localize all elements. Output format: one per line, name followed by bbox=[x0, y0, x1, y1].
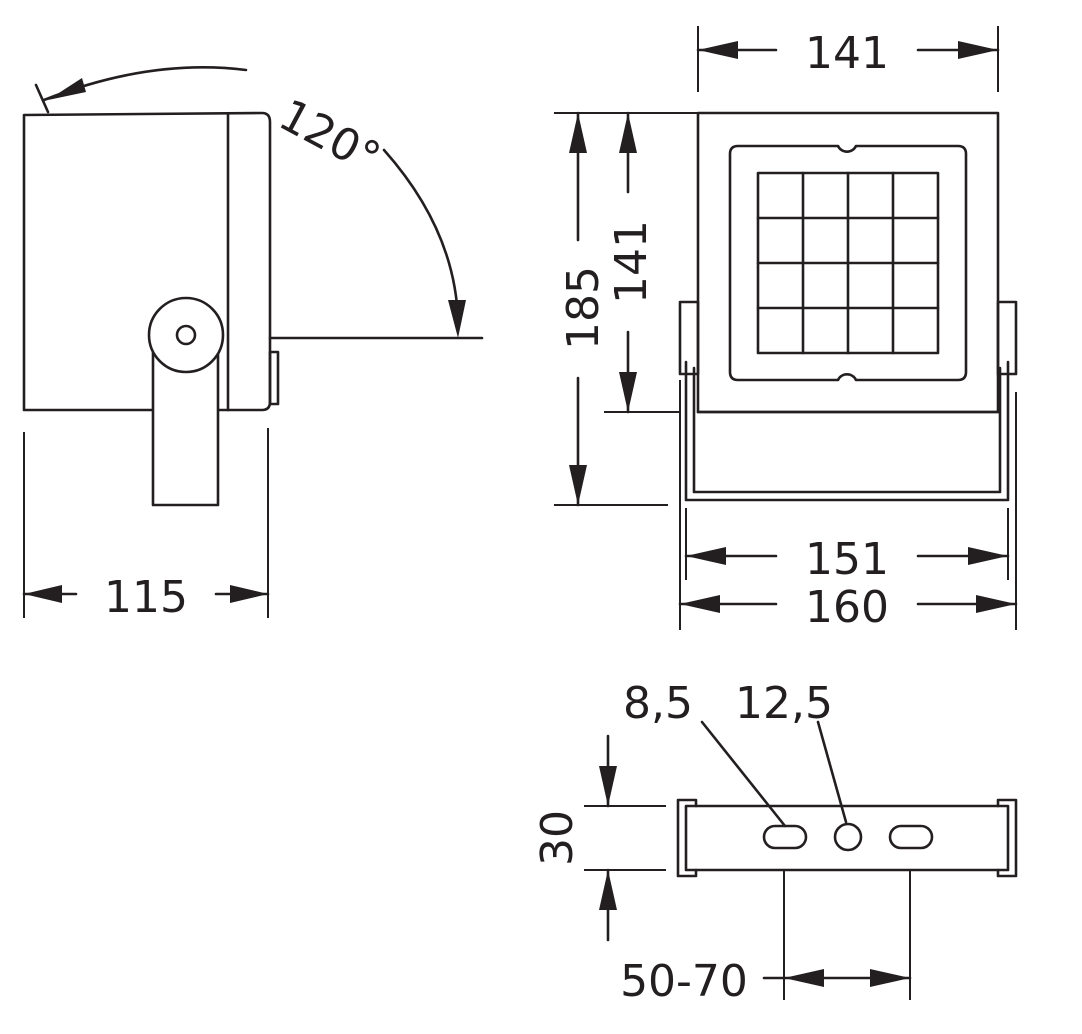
w160-arrow-left bbox=[680, 595, 720, 613]
bracket-center-hole bbox=[833, 822, 863, 852]
width-arrow-left bbox=[698, 41, 738, 59]
h30-arrow-top bbox=[599, 766, 617, 806]
h185-arrow-bottom bbox=[569, 465, 587, 505]
w151-arrow-right bbox=[968, 547, 1008, 565]
led-grid bbox=[756, 171, 940, 355]
h141-arrow-top bbox=[619, 113, 637, 153]
depth-arrow-left bbox=[24, 585, 62, 603]
front-view: 141 185 1 bbox=[554, 26, 1018, 633]
slot-label: 8,5 bbox=[623, 678, 693, 729]
slot-leader bbox=[700, 720, 787, 828]
h30-arrow-bottom bbox=[599, 870, 617, 910]
w160-label: 160 bbox=[805, 582, 889, 633]
spacing-label: 50-70 bbox=[620, 956, 748, 1007]
front-lens-frame bbox=[728, 144, 968, 382]
angle-label: 120° bbox=[271, 90, 389, 185]
spacing-arrow-right bbox=[870, 969, 910, 987]
w151-arrow-left bbox=[686, 547, 726, 565]
hole-leader bbox=[816, 720, 848, 824]
h185-arrow-top bbox=[569, 113, 587, 153]
angle-arc-right bbox=[382, 148, 460, 322]
yoke-outer bbox=[684, 360, 1010, 502]
bracket-slot-left bbox=[762, 824, 808, 850]
side-view: 120° 115 bbox=[22, 66, 484, 623]
bracket-slot-right bbox=[888, 824, 934, 850]
width-arrow-right bbox=[958, 41, 998, 59]
yoke-inner bbox=[692, 366, 1002, 494]
depth-arrow-right bbox=[230, 585, 268, 603]
angle-ref-tick bbox=[34, 83, 50, 114]
side-housing bbox=[22, 111, 272, 412]
angle-arrow-right bbox=[448, 300, 466, 338]
h185-label: 185 bbox=[558, 266, 609, 350]
side-pivot-knob bbox=[147, 296, 225, 374]
bracket-left-flange bbox=[676, 798, 698, 878]
yoke-left-ear bbox=[678, 300, 700, 376]
w160-arrow-right bbox=[976, 595, 1016, 613]
w151-label: 151 bbox=[805, 534, 889, 585]
hole-label: 12,5 bbox=[735, 678, 833, 729]
bracket-plate bbox=[684, 804, 1010, 872]
angle-arrow-top bbox=[48, 78, 86, 100]
spacing-arrow-left bbox=[784, 969, 824, 987]
bracket-view: 8,5 12,5 30 50-70 bbox=[532, 678, 1018, 1007]
h30-label: 30 bbox=[532, 810, 583, 866]
yoke-right-ear bbox=[996, 300, 1018, 376]
width-label: 141 bbox=[805, 28, 889, 79]
h141-arrow-bottom bbox=[619, 372, 637, 412]
h141-label: 141 bbox=[606, 220, 657, 304]
side-pivot-hole bbox=[175, 324, 197, 346]
side-tab bbox=[268, 350, 280, 406]
depth-label: 115 bbox=[104, 572, 188, 623]
bracket-right-flange bbox=[996, 798, 1018, 878]
